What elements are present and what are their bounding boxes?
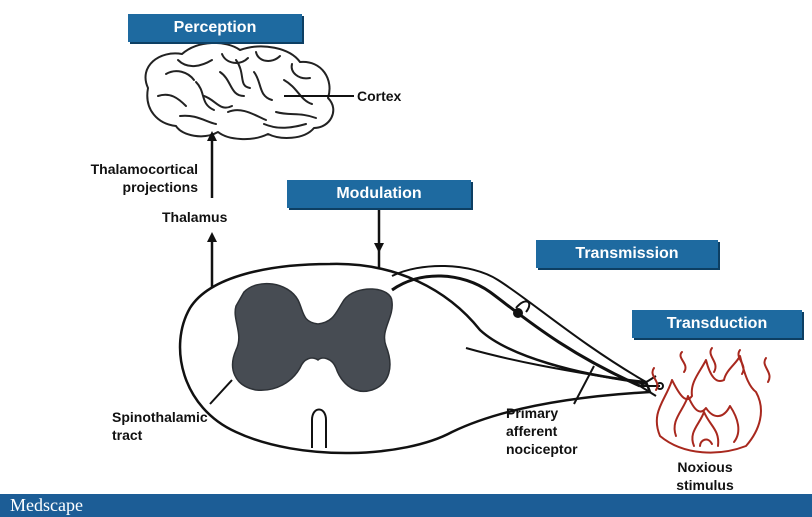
label-stimulus-line1: Noxious [664,458,746,476]
label-spinothalamic-tract: Spinothalamic tract [112,408,208,444]
footer-bar: Medscape [0,494,812,517]
label-thalamocortical-line1: Thalamocortical [22,160,198,178]
label-stimulus-line2: stimulus [664,476,746,494]
label-nociceptor-line1: Primary [506,404,578,422]
median-fissure [312,410,326,449]
label-noxious-stimulus: Noxious stimulus [664,458,746,494]
tag-modulation: Modulation [287,180,471,208]
label-cortex: Cortex [357,87,401,105]
label-thalamus: Thalamus [162,208,227,226]
flame-icon [652,348,769,453]
tag-transduction: Transduction [632,310,802,338]
medscape-logo: Medscape [10,495,83,516]
label-spinothalamic-line1: Spinothalamic [112,408,208,426]
label-primary-afferent-nociceptor: Primary afferent nociceptor [506,404,578,458]
label-thalamocortical-projections: Thalamocortical projections [22,160,198,196]
brain-icon [146,43,334,139]
label-spinothalamic-line2: tract [112,426,208,444]
label-nociceptor-line3: nociceptor [506,440,578,458]
label-nociceptor-line2: afferent [506,422,578,440]
label-thalamocortical-line2: projections [22,178,198,196]
dorsal-root-ganglion [513,308,523,318]
tag-transmission: Transmission [536,240,718,268]
tag-perception: Perception [128,14,302,42]
